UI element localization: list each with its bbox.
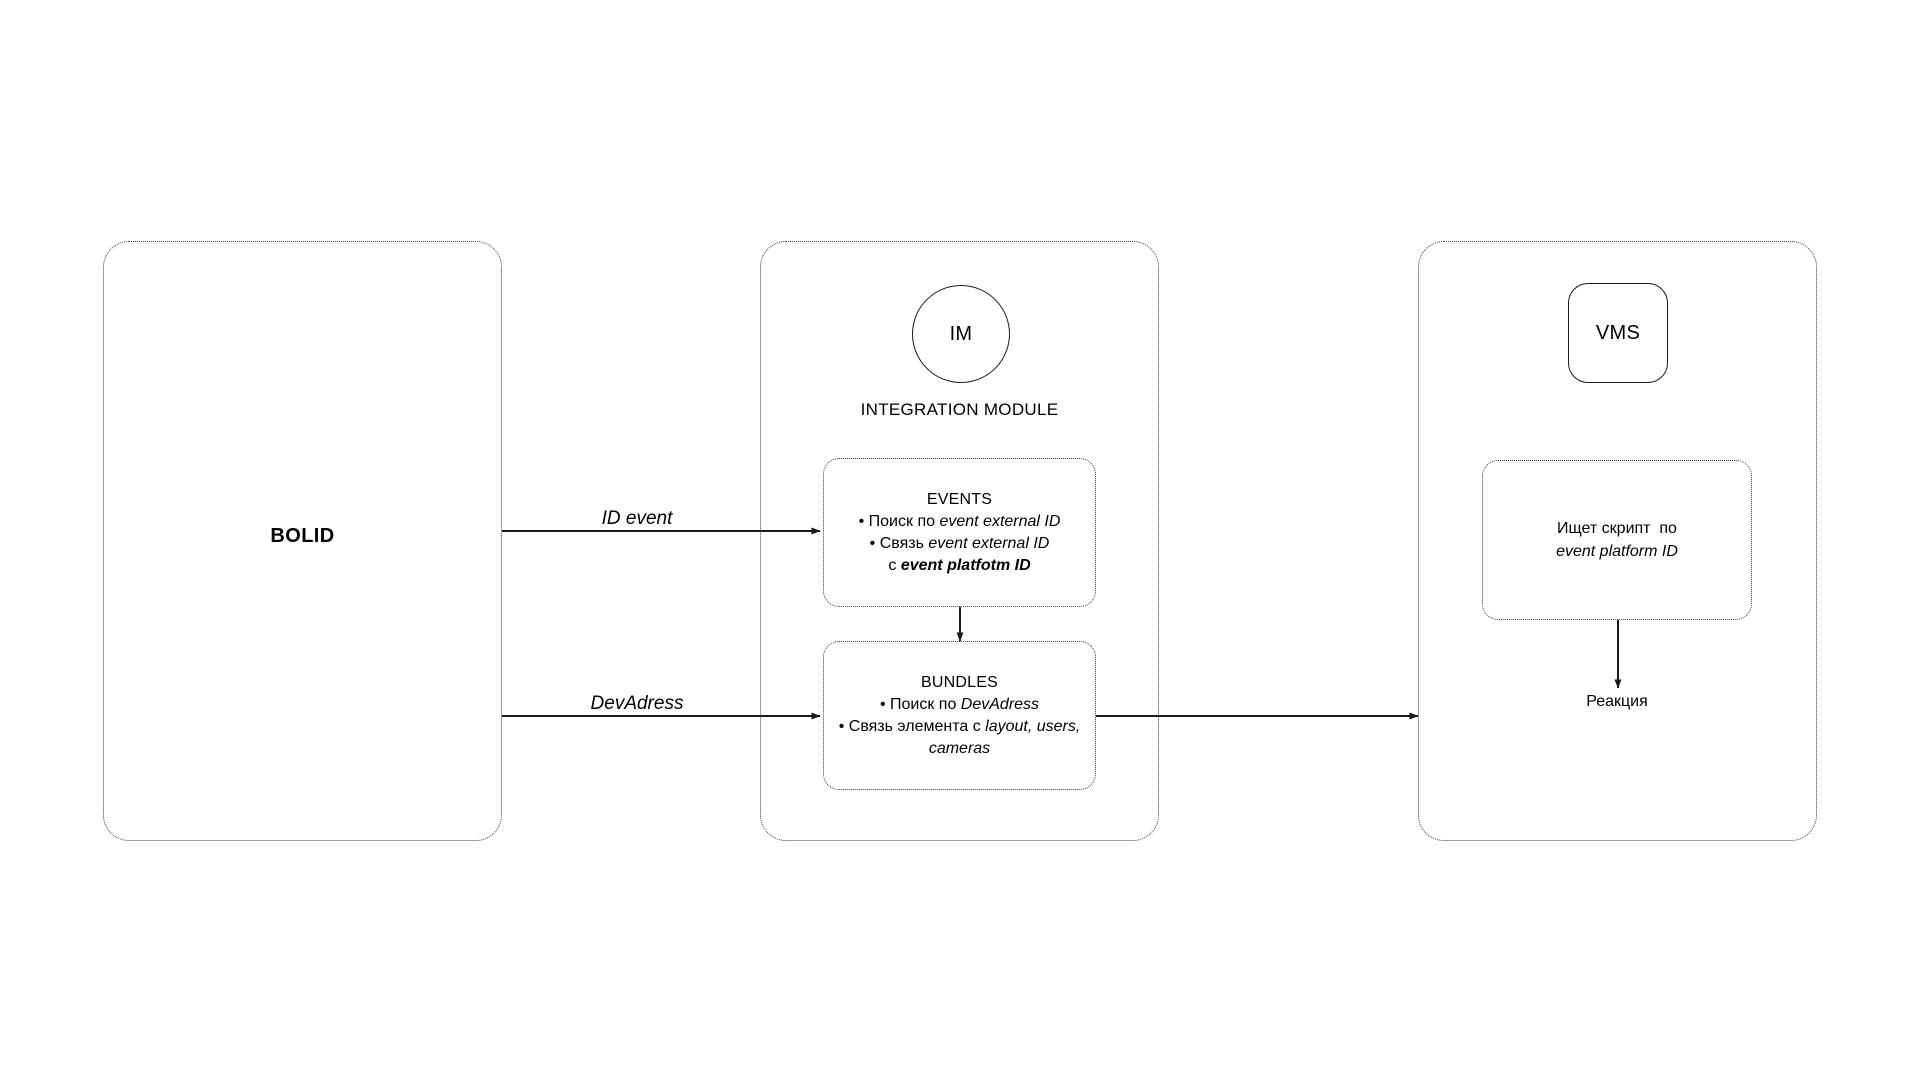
vms-script-card-line-2: event platform ID (1556, 543, 1678, 560)
bundles-card-bullet-1-text: Поиск по (890, 695, 961, 713)
events-card-bullet-1: • Поиск по event external ID (859, 511, 1061, 533)
bundles-card[interactable]: BUNDLES • Поиск по DevAdress • Связь эле… (823, 641, 1096, 790)
events-card-line-3: с event platfotm ID (888, 555, 1030, 577)
lane-bolid-label: BOLID (270, 525, 335, 547)
bullet-glyph: • (869, 534, 876, 552)
vms-node-label: VMS (1595, 321, 1641, 344)
bundles-card-bullet-1: • Поиск по DevAdress (880, 694, 1039, 716)
vms-node[interactable]: VMS (1568, 283, 1668, 383)
events-card[interactable]: EVENTS • Поиск по event external ID • Св… (823, 458, 1096, 607)
bullet-glyph: • (879, 695, 886, 713)
lane-bolid[interactable] (103, 241, 502, 841)
vms-script-card-line-1: Ищет скрипт по (1557, 520, 1677, 537)
integration-module-node-label: IM (949, 322, 973, 345)
arrow-label-devadress: DevAdress (590, 693, 684, 714)
bullet-glyph: • (838, 717, 845, 735)
events-card-bullet-1-emphasis: event external ID (939, 512, 1061, 530)
integration-module-node[interactable]: IM (912, 285, 1010, 383)
events-card-bullet-2: • Связь event external ID (870, 533, 1050, 555)
bullet-glyph: • (858, 512, 865, 530)
events-card-line-3-text: с (888, 556, 901, 574)
arrow-label-id-event: ID event (601, 508, 673, 529)
bundles-card-bullet-2-emphasis: layout, users, cameras (928, 717, 1081, 757)
events-card-bullet-2-emphasis: event external ID (928, 534, 1050, 552)
events-card-bullet-1-text: Поиск по (868, 512, 940, 530)
events-card-title: EVENTS (926, 490, 993, 508)
lane-vms[interactable] (1418, 241, 1817, 841)
events-card-line-3-emphasis: event platfotm ID (900, 556, 1031, 574)
bundles-card-title: BUNDLES (921, 673, 998, 691)
bundles-card-bullet-2: • Связь элемента с layout, users, camera… (835, 716, 1085, 760)
reaction-label: Реакция (1586, 693, 1648, 710)
bundles-card-bullet-1-emphasis: DevAdress (960, 695, 1040, 713)
lane-integration-module[interactable] (760, 241, 1159, 841)
events-card-bullet-2-text: Связь (879, 534, 929, 552)
vms-script-card[interactable]: Ищет скрипт по event platform ID (1482, 460, 1752, 620)
bundles-card-bullet-2-text: Связь элемента с (848, 717, 986, 735)
integration-module-caption: INTEGRATION MODULE (860, 400, 1059, 419)
